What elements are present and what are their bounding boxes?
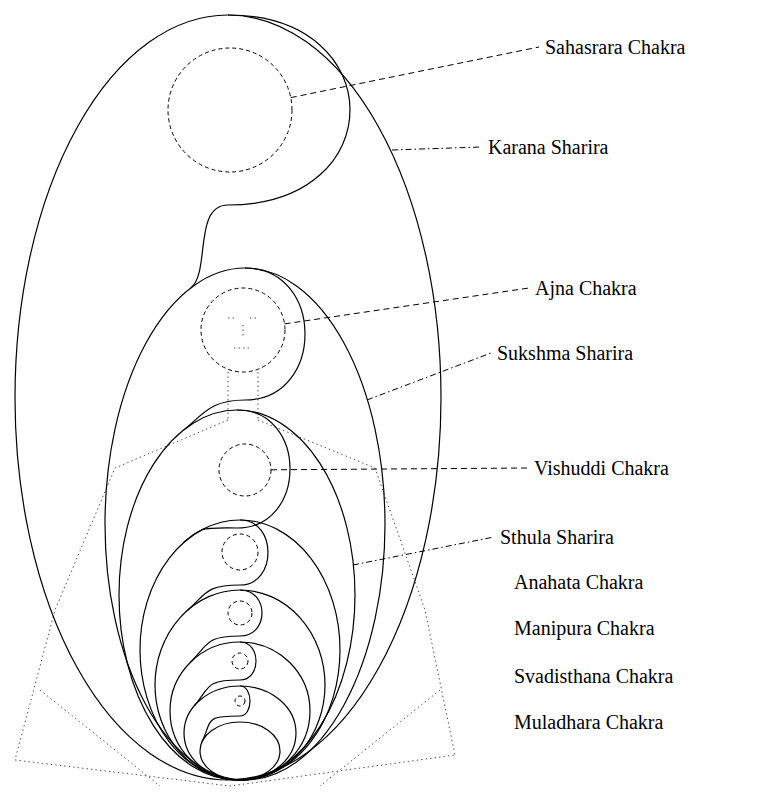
- part-label: Muladhara Chakra: [514, 711, 663, 734]
- figure-outline: [15, 755, 455, 786]
- sheath-curve: [184, 268, 305, 430]
- part-label: Manipura Chakra: [514, 617, 655, 640]
- sheath-curve: [202, 686, 250, 742]
- chakra-circle: [201, 288, 285, 372]
- sheath-curve: [191, 15, 350, 288]
- figure-outline: [320, 690, 440, 786]
- sheath-outline: [15, 15, 441, 780]
- figure-outline: [228, 372, 229, 420]
- part-label: Vishuddi Chakra: [534, 457, 669, 480]
- part-label: Karana Sharira: [488, 136, 609, 159]
- figure-outline: [15, 420, 228, 760]
- sheath-outline: [105, 268, 385, 780]
- figure-outline: [243, 325, 244, 338]
- part-label: Ajna Chakra: [535, 277, 637, 300]
- leader-line: [392, 147, 482, 150]
- figure-outline: [258, 420, 455, 755]
- leader-line: [353, 537, 494, 565]
- sheath-outline: [170, 642, 310, 780]
- sheath-curve: [194, 642, 256, 706]
- chakra-circle: [228, 601, 252, 625]
- part-label: Anahata Chakra: [514, 571, 643, 594]
- chakra-circle: [219, 444, 271, 496]
- sheath-outline: [140, 520, 340, 780]
- part-label: Sahasrara Chakra: [545, 36, 686, 59]
- leader-line: [285, 288, 529, 324]
- chakra-circle: [222, 534, 258, 570]
- sheath-outline: [119, 410, 355, 780]
- sheath-curve: [183, 410, 290, 543]
- part-label: Svadisthana Chakra: [514, 665, 673, 688]
- sheath-outline: [155, 590, 325, 780]
- chakra-circle: [168, 48, 292, 172]
- sheath-outline: [184, 686, 296, 780]
- part-label: Sukshma Sharira: [497, 342, 633, 365]
- figure-outline: [234, 348, 252, 349]
- sheath-outline: [200, 722, 280, 780]
- leader-line: [367, 353, 491, 400]
- figure-outline: [250, 318, 258, 319]
- leader-line: [291, 47, 539, 98]
- part-label: Sthula Sharira: [500, 526, 614, 549]
- chakra-circle: [232, 653, 248, 669]
- leader-line: [271, 468, 528, 470]
- sheath-curve: [191, 590, 262, 662]
- figure-outline: [228, 318, 236, 319]
- chakra-circle: [235, 696, 245, 706]
